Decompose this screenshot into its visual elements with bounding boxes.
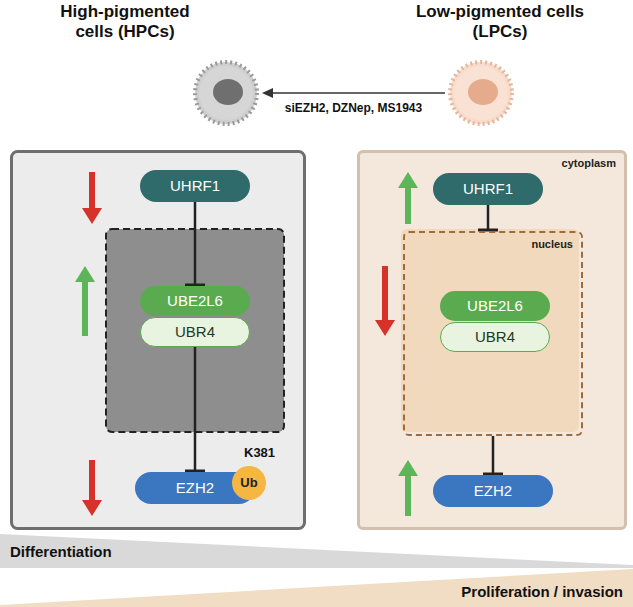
- inhibition-connector: [478, 205, 498, 230]
- lpc-nucleus-fill: [401, 229, 579, 432]
- trend-label: Proliferation / invasion: [461, 583, 623, 600]
- treatment-arrow: [262, 88, 445, 98]
- cell-heading: Low-pigmented cells (LPCs): [415, 2, 585, 41]
- protein-name: UHRF1: [170, 177, 220, 194]
- ube2l6-pill: UBE2L6: [440, 291, 550, 321]
- trend-label: Differentiation: [10, 543, 112, 560]
- hpc-panel: [12, 152, 305, 529]
- ubiquitin-label: Ub: [240, 476, 257, 491]
- protein-name: UBR4: [475, 328, 515, 345]
- compartment-label: cytoplasm: [562, 157, 616, 170]
- hpc-cell: High-pigmented cells (HPCs): [190, 58, 262, 128]
- ubiquitin-circle: Ub: [232, 466, 266, 500]
- protein-name: UHRF1: [463, 180, 513, 197]
- protein-name: EZH2: [176, 479, 214, 496]
- compartment-label: nucleus: [531, 238, 573, 251]
- inhibition-connector: [185, 202, 205, 285]
- lpc-nucleus: nucleusUBE2L6UBR4: [403, 231, 583, 436]
- cell-illustration: [445, 58, 517, 128]
- ezh2-pill: EZH2: [433, 475, 553, 507]
- inhibition-connector: [185, 347, 205, 471]
- protein-name: UBE2L6: [467, 297, 523, 314]
- trend-arrows: [75, 172, 418, 516]
- ubr4-pill: UBR4: [440, 322, 550, 352]
- ubr4-pill: UBR4: [140, 317, 250, 347]
- protein-name: EZH2: [474, 482, 512, 499]
- lpc-panel: cytoplasmUHRF1 nucleusUBE2L6UBR4EZH2: [357, 150, 627, 530]
- uhrf1-pill: UHRF1: [140, 170, 250, 202]
- lpc-panel-fill: [359, 152, 626, 529]
- uhrf1-pill: UHRF1: [433, 173, 543, 205]
- differentiation-band: Differentiation: [0, 534, 633, 568]
- protein-name: UBE2L6: [167, 292, 223, 309]
- protein-name: UBR4: [175, 323, 215, 340]
- lpc-cell: Low-pigmented cells (LPCs): [445, 58, 517, 128]
- cell-illustration: [190, 58, 262, 128]
- edge-label: siEZH2, DZNep, MS1943: [283, 102, 424, 116]
- cell-heading: High-pigmented cells (HPCs): [40, 2, 210, 41]
- site-label: K381: [244, 446, 275, 461]
- proliferation-band: Proliferation / invasion: [0, 569, 633, 607]
- inhibition-connector: [483, 436, 503, 474]
- ube2l6-pill: UBE2L6: [140, 286, 250, 316]
